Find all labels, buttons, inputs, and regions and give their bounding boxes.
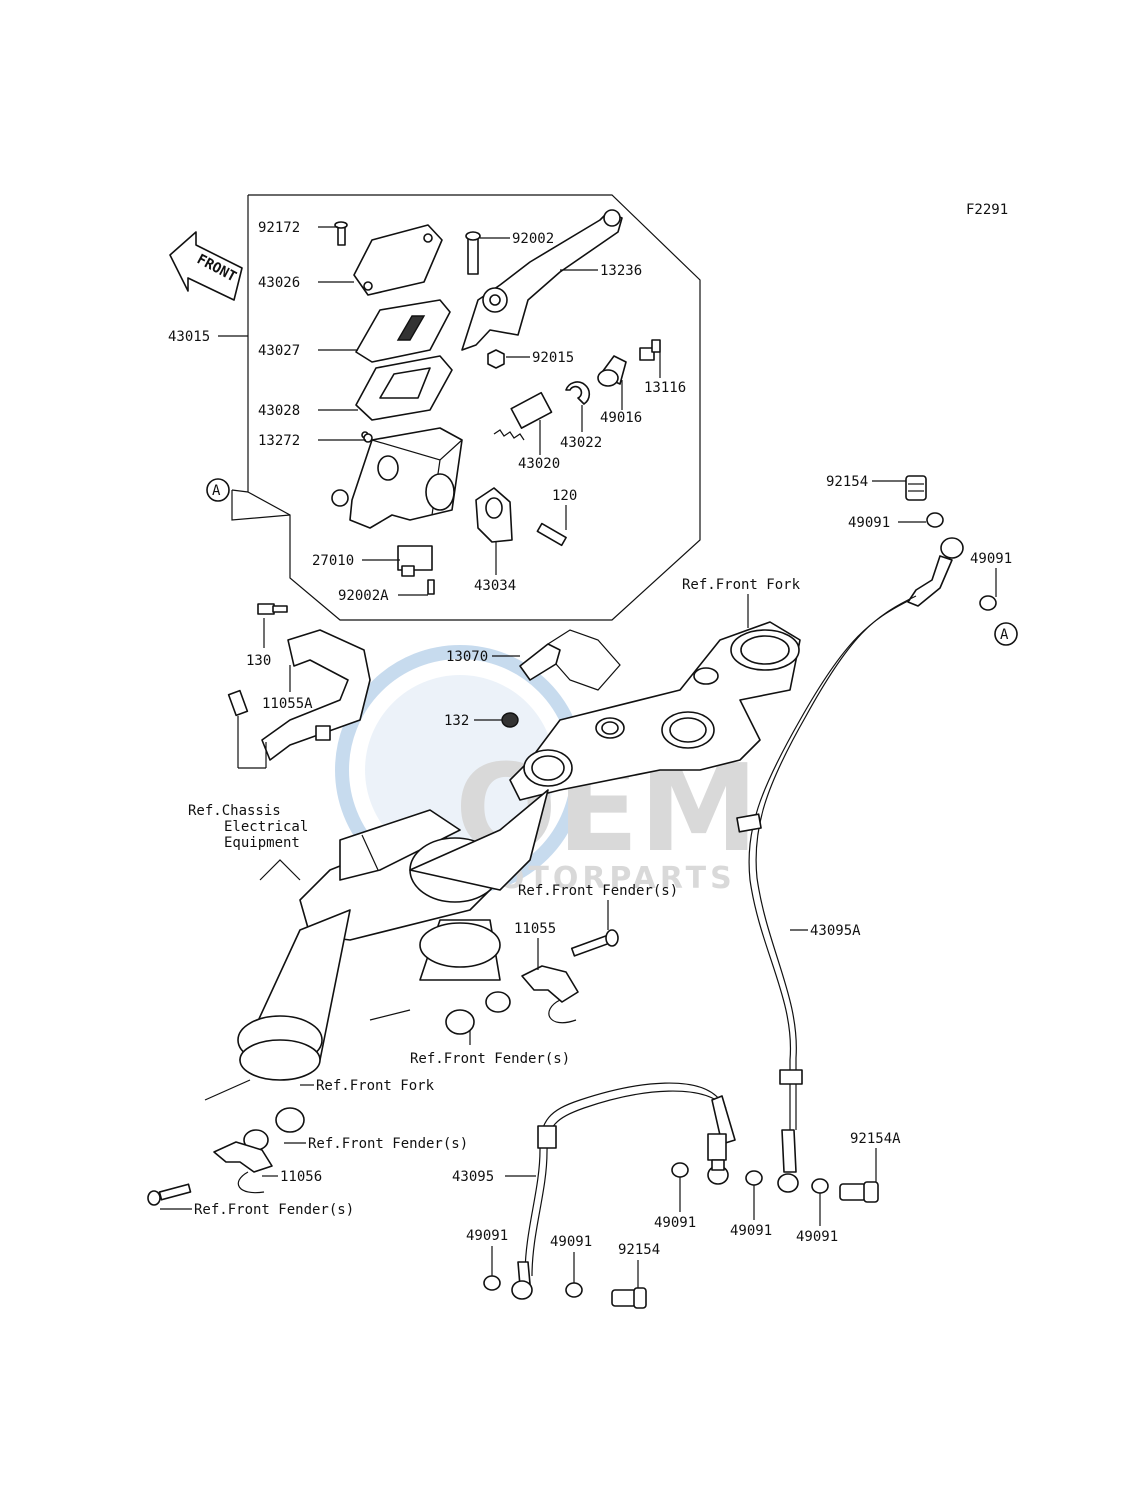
label-43028: 43028 [258,403,300,419]
washer-49091-r2 [745,1170,763,1186]
label-11055: 11055 [514,921,556,937]
bolt-fender-1 [570,929,619,957]
label-49091-top1: 49091 [848,515,890,531]
label-43020: 43020 [518,456,560,472]
banjo-fitting-right [777,1129,799,1193]
label-11056: 11056 [280,1169,322,1185]
label-92002A: 92002A [338,588,389,604]
label-49091-r2: 49091 [730,1223,772,1239]
banjo-fitting-center [707,1159,729,1185]
clamp-11056 [213,1141,273,1194]
label-92154-bottom: 92154 [618,1242,660,1258]
ref-front-fender-2: Ref.Front Fender(s) [410,1051,570,1067]
plate-43027 [355,299,451,363]
label-130: 130 [246,653,271,669]
marker-a-right-label: A [1000,627,1009,643]
marker-a-left: A [206,478,230,502]
label-92002: 92002 [512,231,554,247]
front-fork [204,789,549,1101]
banjo-fitting-top [907,537,964,607]
banjo-bolt-92154-top [905,475,927,501]
bolt-130 [257,603,288,615]
brake-hose-43095 [524,1082,721,1276]
piston-43020 [493,391,553,441]
label-92015: 92015 [532,350,574,366]
marker-a-right: A [994,622,1018,646]
bracket-13070 [519,629,621,691]
collar-fender-2 [243,1107,305,1151]
banjo-bolt-92154A [839,1181,879,1203]
bolt-fender-2 [147,1183,192,1206]
bolt-120 [536,522,567,547]
reservoir-cap-43026 [353,224,443,296]
washer-49091-b2 [565,1282,583,1298]
switch-27010 [397,545,433,577]
label-132: 132 [444,713,469,729]
banjo-fitting-bottom-left [511,1261,533,1300]
label-92154A: 92154A [850,1131,901,1147]
label-13272: 13272 [258,433,300,449]
brake-lever-13236 [461,209,623,351]
label-49091-r1: 49091 [654,1215,696,1231]
ref-front-fender-1: Ref.Front Fender(s) [518,883,678,899]
label-92154-top: 92154 [826,474,868,490]
collar-fender-1 [445,991,511,1035]
boot-49016 [597,355,627,387]
label-43095: 43095 [452,1169,494,1185]
pin-13116 [639,339,661,361]
label-11055A: 11055A [262,696,313,712]
nut-132 [501,712,519,728]
master-cylinder-body [331,427,463,529]
label-43022: 43022 [560,435,602,451]
screw-92002A [427,579,435,595]
ref-chassis-line2: Electrical [224,819,308,835]
washer-49091-top2 [979,595,997,611]
bolt-chassis [227,689,249,717]
washer-49091-top1 [926,512,944,528]
label-43027: 43027 [258,343,300,359]
label-13236: 13236 [600,263,642,279]
label-43015: 43015 [168,329,210,345]
screw-13272 [363,433,373,443]
leader-lines [160,226,997,1288]
label-49091-r3: 49091 [796,1229,838,1245]
screw-92172 [334,221,348,246]
clamp-43034 [475,487,513,543]
diaphragm-43028 [355,355,453,421]
label-13116: 13116 [644,380,686,396]
label-92172: 92172 [258,220,300,236]
label-49091-top2: 49091 [970,551,1012,567]
label-49091-b1: 49091 [466,1228,508,1244]
ref-front-fender-4: Ref.Front Fender(s) [194,1202,354,1218]
circlip-43022 [565,381,591,405]
label-49016: 49016 [600,410,642,426]
banjo-bolt-92154-bottom [611,1287,647,1309]
label-43026: 43026 [258,275,300,291]
bolt-92002 [465,231,481,275]
nut-92015 [487,349,505,369]
label-49091-b2: 49091 [550,1234,592,1250]
washer-49091-r3 [811,1178,829,1194]
ref-front-fork-top: Ref.Front Fork [682,577,801,593]
label-27010: 27010 [312,553,354,569]
label-43095A: 43095A [810,923,861,939]
marker-a-left-label: A [212,483,221,499]
washer-49091-b1 [483,1275,501,1291]
label-43034: 43034 [474,578,516,594]
ref-chassis-line3: Equipment [224,835,300,851]
master-cylinder-group-outline [247,194,701,621]
label-120: 120 [552,488,577,504]
washer-49091-r1 [671,1162,689,1178]
ref-front-fork-bottom: Ref.Front Fork [316,1078,435,1094]
ref-front-fender-3: Ref.Front Fender(s) [308,1136,468,1152]
bracket-11055A [261,629,371,761]
upper-triple-clamp [509,621,801,801]
front-arrow-icon: FRONT [169,231,243,301]
figure-code: F2291 [966,202,1008,218]
clamp-11055 [521,965,579,1024]
label-13070: 13070 [446,649,488,665]
ref-chassis-line1: Ref.Chassis [188,803,281,819]
